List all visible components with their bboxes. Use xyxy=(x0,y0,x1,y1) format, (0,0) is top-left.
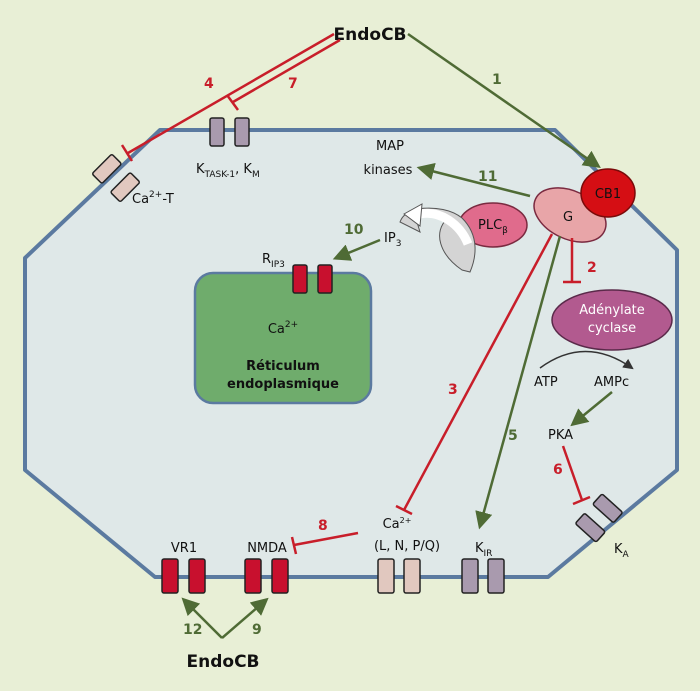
rip3-receptor xyxy=(292,264,333,294)
adenylate-cyclase xyxy=(551,289,673,351)
pathway-12-arrow xyxy=(181,597,223,639)
step-10-label: 10 xyxy=(344,222,364,238)
pathway-7-bar xyxy=(225,94,240,111)
pathway-9-arrow xyxy=(221,597,269,639)
adenylate-label-line2: cyclase xyxy=(588,321,636,336)
endocb-bottom-label: EndoCB xyxy=(187,652,260,672)
step-7-label: 7 xyxy=(288,76,298,92)
pathway-4-bar xyxy=(120,144,134,162)
reticulum-calcium-label: Ca2+ xyxy=(268,320,298,337)
vr1-channel xyxy=(161,558,206,594)
ampc-pka-arrow xyxy=(570,391,613,427)
atp-label: ATP xyxy=(534,375,558,390)
pathway-5-arrow xyxy=(475,235,562,530)
endoplasmic-reticulum xyxy=(193,271,373,405)
kir-label: KIR xyxy=(475,541,492,559)
kir-channel xyxy=(461,558,505,594)
ip3-arrow-head xyxy=(403,203,423,227)
ca-lnpq-channel xyxy=(377,558,421,594)
step-11-label: 11 xyxy=(478,169,497,185)
g-protein-label: G xyxy=(563,210,573,225)
step-5-label: 5 xyxy=(508,428,518,444)
ktask-km-label: KTASK-1, KM xyxy=(196,162,260,180)
step-9-label: 9 xyxy=(252,622,262,638)
map-kinases-line2: kinases xyxy=(364,163,413,178)
pathway-8-bar xyxy=(290,536,298,555)
nmda-channel xyxy=(244,558,289,594)
ka-label: KA xyxy=(614,542,630,560)
step-2-label: 2 xyxy=(587,260,597,276)
step-12-label: 12 xyxy=(183,622,202,638)
ca-t-label: Ca2+-T xyxy=(132,190,174,207)
pathway-6-bar xyxy=(572,495,591,506)
pathway-10-arrow xyxy=(332,238,381,261)
cb1-label: CB1 xyxy=(595,187,621,202)
adenylate-label-line1: Adénylate xyxy=(579,303,645,318)
step-3-label: 3 xyxy=(448,382,458,398)
ka-channel xyxy=(575,493,623,543)
endocb-top-label: EndoCB xyxy=(334,25,407,45)
plc-label: PLCβ xyxy=(478,218,508,236)
pathway-1-arrow xyxy=(407,32,601,168)
ip3-label: IP3 xyxy=(384,231,401,249)
ktask-km-channel xyxy=(209,117,250,147)
pathway-8-inhibit xyxy=(293,531,359,547)
map-kinases-line1: MAP xyxy=(376,139,404,154)
reticulum-label-line1: Réticulum xyxy=(246,359,320,374)
pka-label: PKA xyxy=(548,428,573,443)
pathway-6-inhibit xyxy=(561,445,584,501)
vr1-label: VR1 xyxy=(171,541,197,556)
pathway-3-bar xyxy=(395,504,413,516)
ampc-label: AMPc xyxy=(594,375,629,390)
cb1-receptor xyxy=(580,168,636,218)
step-4-label: 4 xyxy=(204,76,214,92)
pathway-3-inhibit xyxy=(402,233,554,511)
step-1-label: 1 xyxy=(492,72,502,88)
pathway-4-inhibit xyxy=(127,32,335,155)
ca-lnpq-label: Ca2+ xyxy=(383,516,412,532)
pathway-11-arrow xyxy=(416,162,531,198)
step-8-label: 8 xyxy=(318,518,328,534)
ip3-white-arrow xyxy=(419,208,473,246)
ca-lnpq-types: (L, N, P/Q) xyxy=(374,539,440,554)
step-6-label: 6 xyxy=(553,462,563,478)
nmda-label: NMDA xyxy=(247,541,287,556)
atp-ampc-arrow xyxy=(539,350,634,370)
pathway-7-inhibit xyxy=(232,38,341,104)
reticulum-label-line2: endoplasmique xyxy=(227,377,339,392)
rip3-label: RIP3 xyxy=(262,252,285,270)
ca-t-channel xyxy=(92,154,140,202)
